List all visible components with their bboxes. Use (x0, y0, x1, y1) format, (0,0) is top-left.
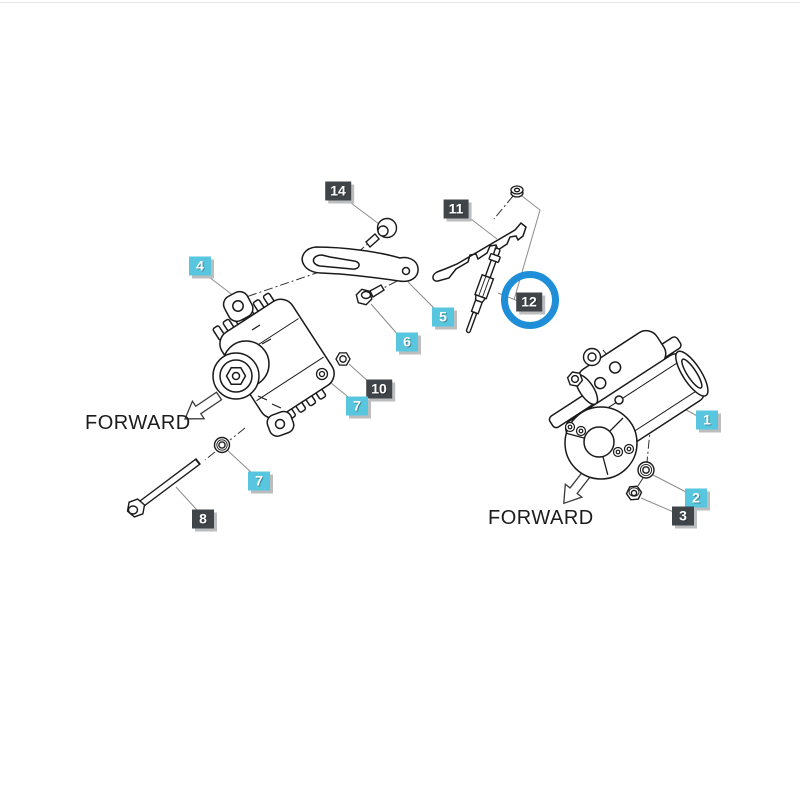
part-label-12[interactable]: 12 (516, 292, 542, 312)
part-label-3[interactable]: 3 (672, 506, 694, 526)
part-label-7[interactable]: 7 (248, 471, 270, 491)
bracket-drawing (301, 246, 419, 283)
part-label-6[interactable]: 6 (396, 332, 418, 352)
glow-plug-drawing (465, 247, 501, 334)
part-label-2[interactable]: 2 (685, 488, 707, 508)
part-label-5[interactable]: 5 (432, 307, 454, 327)
part-label-1[interactable]: 1 (696, 410, 718, 430)
washer-7-lower-drawing (213, 436, 231, 454)
highlight-ring (501, 271, 559, 329)
part-label-4[interactable]: 4 (189, 256, 211, 276)
starter-washer-drawing (582, 347, 602, 367)
screw-14-drawing (365, 217, 398, 249)
part-label-7[interactable]: 7 (346, 396, 368, 416)
washer-2-drawing (637, 461, 655, 479)
bolt-6-drawing (355, 284, 385, 306)
forward-arrow-left (184, 391, 223, 420)
part-label-14[interactable]: 14 (325, 181, 351, 201)
rail-nut-drawing (510, 185, 524, 198)
nut-3-drawing (625, 485, 643, 501)
glow-plug-rail-drawing (432, 221, 527, 282)
alternator-drawing (212, 290, 335, 437)
bolt-8-drawing (126, 458, 201, 518)
part-label-10[interactable]: 10 (366, 379, 392, 399)
forward-label-left: FORWARD (85, 412, 191, 434)
top-border-line (0, 2, 800, 3)
washer-7-upper-drawing (315, 367, 329, 381)
starter-nut-drawing (566, 371, 584, 387)
starter-drawing (548, 329, 709, 480)
forward-label-right: FORWARD (488, 507, 594, 529)
nut-10-drawing (335, 352, 351, 366)
part-label-11[interactable]: 11 (443, 199, 469, 219)
part-label-8[interactable]: 8 (192, 509, 214, 529)
